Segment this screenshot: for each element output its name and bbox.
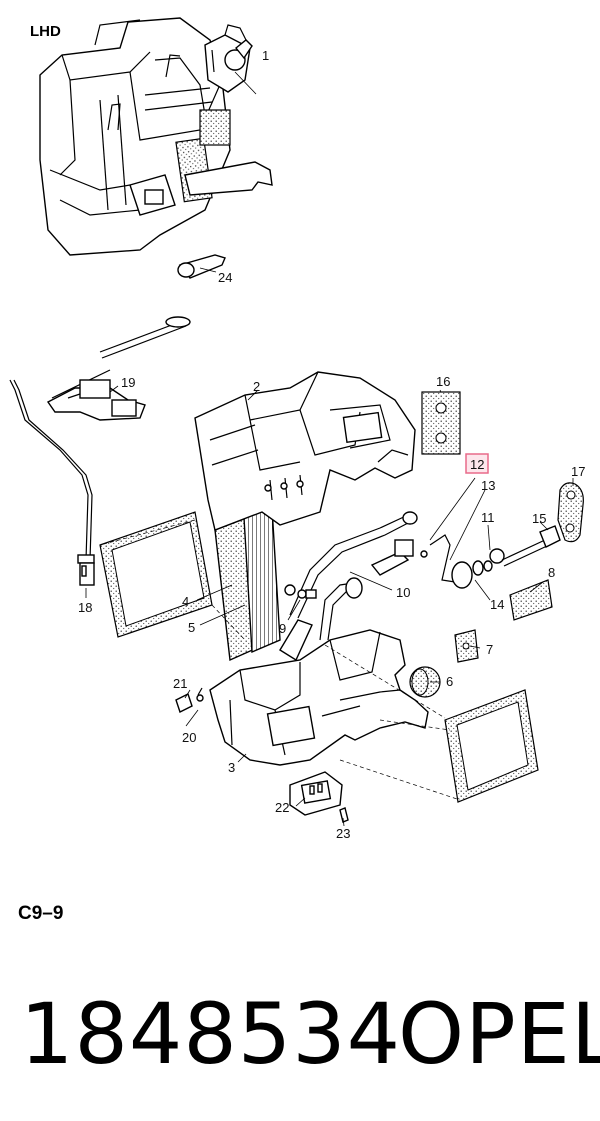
bracket-21 (175, 687, 204, 713)
drain-hose (177, 254, 226, 279)
callout-24: 24 (218, 270, 232, 285)
callout-4: 4 (182, 594, 189, 609)
callout-17: 17 (571, 464, 585, 479)
callout-10: 10 (396, 585, 410, 600)
insulation-pad-8 (509, 579, 553, 621)
lhd-heater-housing-assembly (39, 17, 273, 256)
seal-17 (557, 482, 584, 543)
electrical-connector-19 (46, 379, 146, 421)
gasket-16 (421, 391, 461, 455)
callout-7: 7 (486, 642, 493, 657)
blower-motor-assembly (204, 24, 253, 93)
callout-2: 2 (253, 379, 260, 394)
figure-caption: C9–9 (18, 903, 64, 924)
blower-resistor-22 (289, 771, 349, 823)
heater-core-and-evaporator (214, 507, 281, 662)
brand-name: OPEL (398, 985, 600, 1083)
temperature-sensor-13 (429, 534, 505, 589)
callout-1: 1 (262, 48, 269, 63)
callout-9: 9 (279, 621, 286, 636)
callout-8: 8 (548, 565, 555, 580)
callout-11: 11 (481, 510, 495, 525)
callout-12: 12 (470, 457, 484, 472)
callout-20: 20 (182, 730, 196, 745)
callout-5: 5 (188, 620, 195, 635)
expansion-valve-parts (284, 539, 428, 599)
callout-3: 3 (228, 760, 235, 775)
seal-plate-7 (454, 629, 479, 663)
variant-label: LHD (30, 23, 61, 40)
cable-assembly (51, 316, 191, 399)
sensor-wire-harness (9, 379, 95, 586)
callout-12-highlight (465, 453, 489, 474)
refrigerant-lines (279, 511, 418, 662)
tube-15 (501, 525, 561, 567)
callout-numbers: 1 24 19 2 16 12 17 13 11 15 8 10 14 18 4… (78, 48, 585, 841)
callout-23: 23 (336, 826, 350, 841)
pollen-filter-right (444, 689, 539, 803)
callout-19: 19 (121, 375, 135, 390)
callout-16: 16 (436, 374, 450, 389)
callout-21: 21 (173, 676, 187, 691)
callout-22: 22 (275, 800, 289, 815)
pollen-filter-left (99, 511, 213, 638)
callout-15: 15 (532, 511, 546, 526)
callout-18: 18 (78, 600, 92, 615)
callout-6: 6 (446, 674, 453, 689)
heater-housing-upper-2 (194, 371, 416, 531)
callout-14: 14 (490, 597, 504, 612)
callout-13: 13 (481, 478, 495, 493)
part-number: 1848534 (20, 985, 402, 1083)
housing-lower-3 (209, 629, 429, 766)
leader-lines (85, 71, 574, 827)
